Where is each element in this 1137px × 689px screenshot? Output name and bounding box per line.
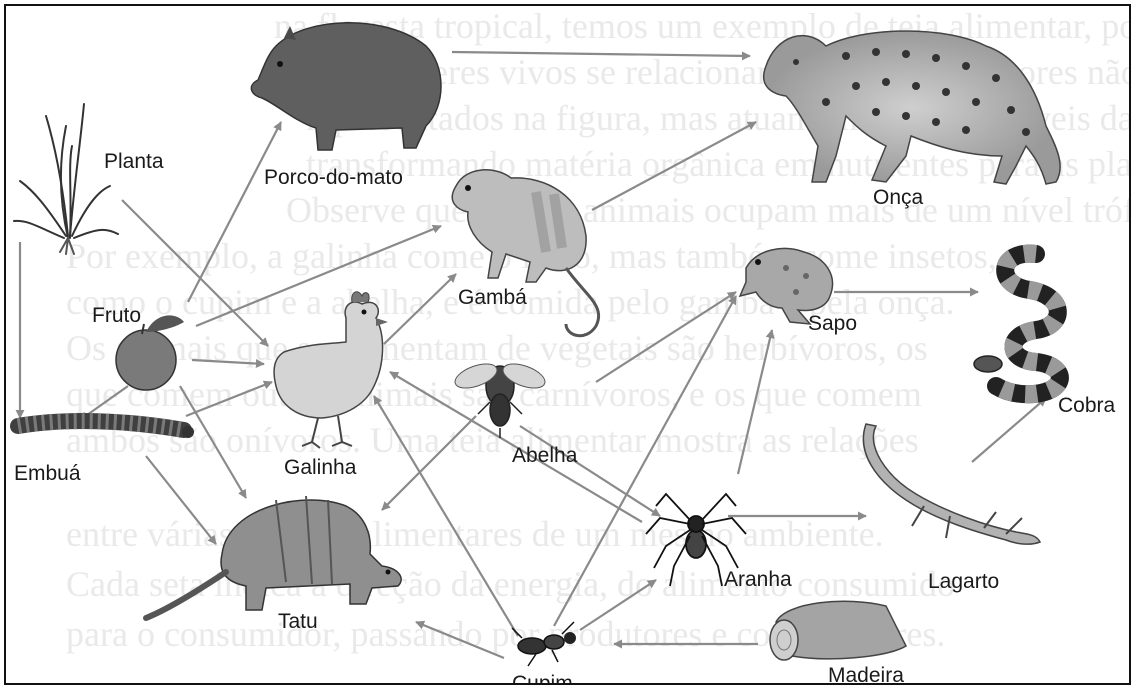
wood-log-illustration [770, 601, 906, 660]
opossum-illustration [452, 170, 598, 336]
label-fruto: Fruto [92, 304, 141, 327]
label-sapo: Sapo [808, 312, 857, 335]
label-porco-do-mato: Porco-do-mato [264, 166, 403, 189]
label-madeira: Madeira [828, 664, 904, 685]
label-galinha: Galinha [284, 456, 357, 479]
arrow-fruto-to-tatu [180, 386, 246, 498]
arrow-cupim-to-aranha [580, 580, 656, 630]
lizard-illustration [863, 424, 1040, 544]
label-planta: Planta [104, 150, 164, 173]
arrow-cupim-to-sapo [554, 296, 736, 626]
arrow-abelha-to-sapo [596, 292, 736, 382]
label-aranha: Aranha [724, 568, 792, 591]
arrow-gamba-to-onca [592, 122, 756, 210]
arrow-abelha-to-tatu [382, 416, 476, 510]
label-embua: Embuá [14, 462, 81, 485]
label-tatu: Tatu [278, 610, 318, 633]
arrow-fruto-to-porco [188, 122, 281, 302]
plant-illustration [14, 104, 118, 254]
food-web-diagram: na floresta tropical, temos um exemplo d… [4, 4, 1131, 685]
arrow-aranha-to-sapo [738, 330, 772, 474]
label-lagarto: Lagarto [928, 570, 999, 593]
label-onca: Onça [873, 186, 924, 209]
millipede-illustration [18, 421, 194, 438]
arrow-embua-to-galinha [186, 382, 272, 416]
armadillo-illustration [146, 496, 401, 618]
arrow-embua-to-tatu [146, 456, 216, 544]
arrow-fruto-to-galinha [192, 360, 264, 364]
arrow-cupim-to-galinha [374, 396, 518, 636]
arrow-galinha-to-gamba [384, 274, 456, 344]
food-web: Planta Porco-do-mato Onça Gambá Fruto Sa… [6, 6, 1131, 685]
jaguar-illustration [764, 31, 1060, 184]
arrow-lagarto-to-cobra [972, 398, 1046, 462]
peccary-illustration [251, 23, 441, 150]
arrow-cupim-to-tatu [416, 622, 504, 658]
label-cupim: Cupim [512, 672, 573, 685]
label-abelha: Abelha [512, 444, 578, 467]
arrow-porco-to-onca [452, 52, 750, 56]
chicken-illustration [274, 292, 388, 448]
termite-illustration [512, 622, 576, 666]
label-gamba: Gambá [458, 286, 527, 309]
label-cobra: Cobra [1058, 394, 1116, 417]
snake-illustration [974, 254, 1060, 395]
